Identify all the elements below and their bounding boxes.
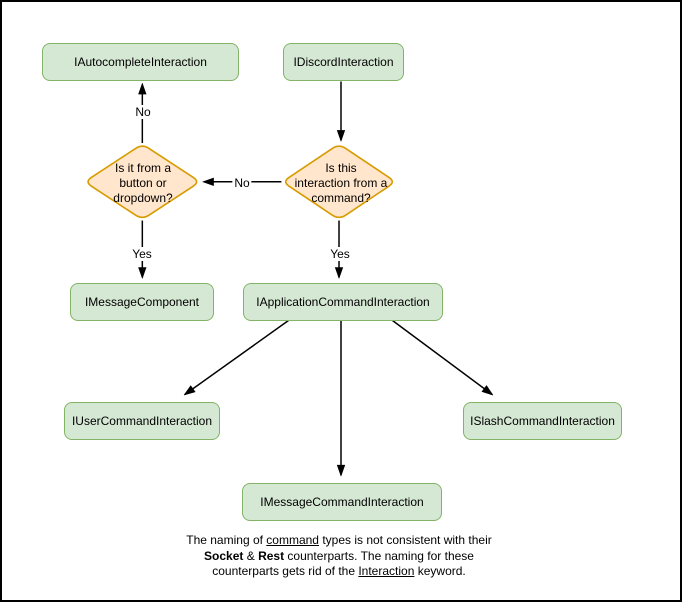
note-text-bold: Rest (258, 548, 285, 563)
note-text-bold: Socket (204, 548, 244, 563)
node-autocomplete-interaction: IAutocompleteInteraction (42, 43, 239, 81)
edge-label-yes-application-command: Yes (328, 247, 352, 261)
decision-button-dropdown-text: Is it from a button or dropdown? (73, 161, 213, 206)
note-text: types is not consistent with their (318, 533, 492, 547)
decision-line: Is it from a (114, 161, 171, 175)
decision-button-dropdown-shape (87, 145, 198, 219)
node-user-command-interaction: IUserCommandInteraction (64, 402, 220, 440)
node-application-command-interaction: IApplicationCommandInteraction (243, 283, 443, 321)
decision-line: button or (119, 176, 167, 190)
note-text-underlined: Interaction (358, 564, 415, 578)
decision-line: command? (311, 191, 371, 205)
decision-line: Is this (325, 161, 357, 175)
decision-from-command-shape (284, 145, 394, 219)
node-message-component: IMessageComponent (70, 283, 214, 321)
naming-note-line: The naming of command types is not consi… (129, 533, 549, 549)
decision-from-command-text: Is this interaction from a command? (261, 161, 421, 206)
node-slash-command-interaction: ISlashCommandInteraction (463, 402, 622, 440)
edge-label-no-autocomplete: No (133, 105, 153, 119)
node-message-command-interaction: IMessageCommandInteraction (242, 483, 442, 521)
note-text-underlined: command (266, 533, 319, 547)
node-discord-interaction: IDiscordInteraction (283, 43, 404, 81)
naming-note-line: counterparts gets rid of the Interaction… (129, 564, 549, 580)
note-text: The naming of (186, 533, 267, 547)
naming-note-line: Socket & Rest counterparts. The naming f… (129, 549, 549, 565)
decision-line: dropdown? (113, 191, 173, 205)
note-text: counterparts. The naming for these (284, 548, 474, 563)
note-text: & (243, 548, 259, 563)
edge-application-to-slash-command (391, 319, 492, 395)
naming-note: The naming of command types is not consi… (129, 533, 549, 580)
edge-label-no-button-dropdown: No (232, 176, 252, 190)
note-text: counterparts gets rid of the (212, 564, 359, 578)
decision-line: interaction from a (294, 176, 388, 190)
edge-application-to-user-command (185, 319, 290, 395)
note-text: keyword. (414, 564, 466, 578)
edge-label-yes-message-component: Yes (130, 247, 154, 261)
